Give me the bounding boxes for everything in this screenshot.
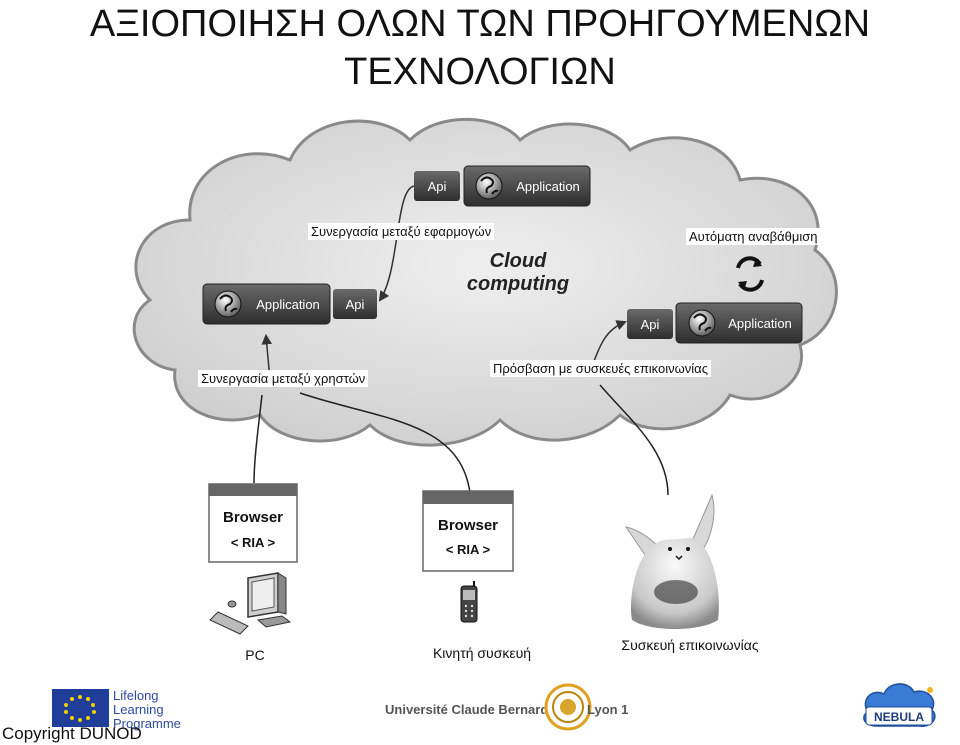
automatic-update-label: Αυτόματη αναβάθμιση (686, 228, 821, 245)
user-collaboration-label: Συνεργασία μεταξύ χρηστών (198, 370, 369, 387)
communication-device-icon (624, 493, 719, 629)
mobile-browser-title: Browser (438, 517, 498, 534)
slide-title-line2: ΤΕΧΝΟΛΟΓΙΩΝ (344, 51, 616, 93)
application-box-top: Api Application (414, 165, 591, 207)
mobile-browser-ria: < RIA > (446, 542, 491, 557)
comm-device-connection-line (599, 384, 669, 496)
slide-title-line1: ΑΞΙΟΠΟΙΗΣΗ ΟΛΩΝ ΤΩΝ ΠΡΟΗΓΟΥΜΕΝΩΝ (89, 3, 871, 45)
device-access-label: Πρόσβαση με συσκευές επικοινωνίας (490, 360, 711, 377)
application-label-left: Application (256, 297, 320, 312)
nebula-logo: NEBULA (863, 683, 936, 727)
mobile-browser-window: Browser < RIA > (422, 490, 514, 572)
llp-line3: Programme (113, 716, 181, 731)
nebula-text: NEBULA (874, 710, 924, 724)
application-label-top: Application (516, 179, 580, 194)
api-label-left: Api (346, 297, 365, 312)
api-label-top: Api (428, 179, 447, 194)
university-name-right: Lyon 1 (587, 702, 628, 717)
refresh-icon (736, 256, 764, 292)
cloud-computing-label-line1: Cloud (490, 250, 547, 272)
cloud-computing-label-line2: computing (467, 273, 569, 295)
mobile-device-label: Κινητή συσκευή (433, 645, 531, 661)
copyright-text: Copyright DUNOD (2, 724, 142, 743)
university-seal-logo (544, 683, 592, 731)
application-label-right: Application (728, 316, 792, 331)
university-name-left: Université Claude Bernard (385, 702, 548, 717)
app-collaboration-label: Συνεργασία μεταξύ εφαρμογών (308, 223, 495, 240)
application-box-right: Api Application (627, 302, 803, 344)
llp-line2: Learning (113, 702, 164, 717)
pc-browser-title: Browser (223, 509, 283, 526)
eu-flag-logo (52, 689, 109, 727)
mobile-phone-icon (460, 581, 478, 623)
llp-line1: Lifelong (113, 688, 159, 703)
api-label-right: Api (641, 317, 660, 332)
comm-device-label: Συσκευή επικοινωνίας (621, 637, 758, 653)
computer-icon (209, 572, 292, 635)
pc-browser-window: Browser < RIA > (208, 483, 298, 563)
pc-connection-line (253, 394, 263, 484)
pc-browser-ria: < RIA > (231, 535, 276, 550)
mobile-connection-line (299, 392, 471, 494)
application-box-left: Application Api (202, 283, 377, 325)
pc-label: PC (245, 647, 264, 663)
